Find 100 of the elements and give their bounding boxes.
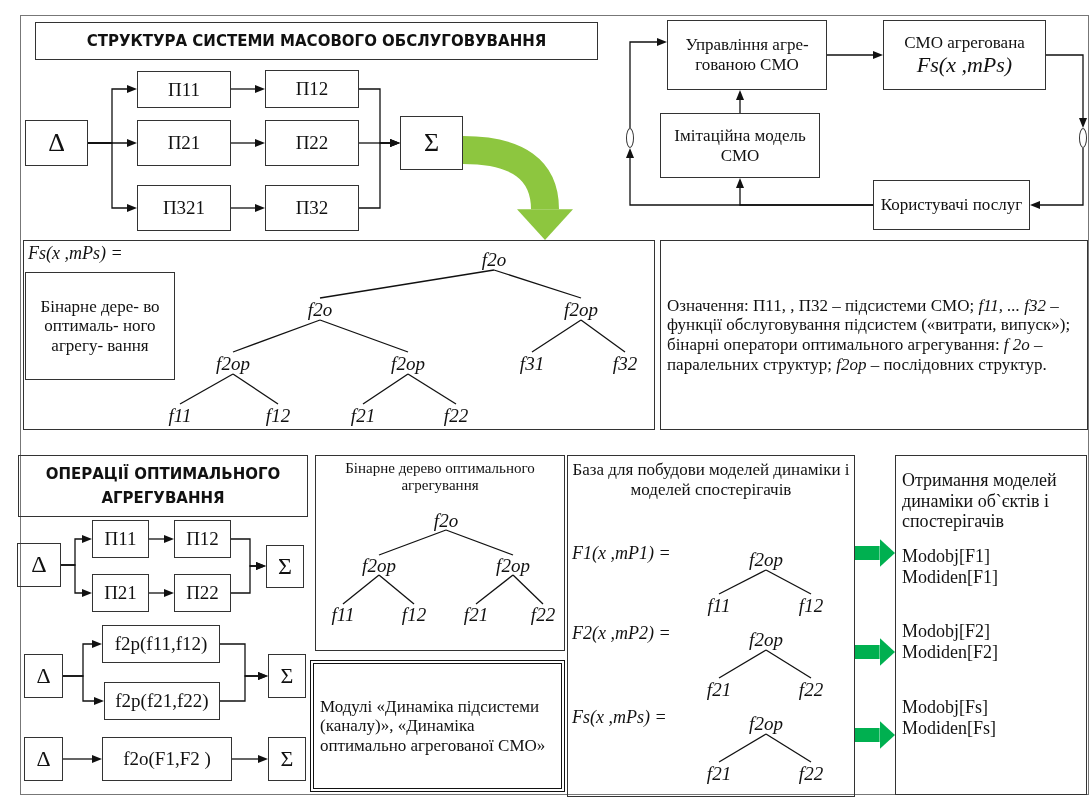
tree-term: f22 xyxy=(527,604,559,624)
formula-label: Fs(x ,mPs) = xyxy=(28,243,123,264)
system-box xyxy=(883,20,1046,90)
tree-term: f12 xyxy=(792,594,830,616)
box-label: П321 xyxy=(162,197,206,219)
box-label: П22 xyxy=(186,582,219,604)
box-label: Означення: П11, , П32 – підсистеми СМО; f11, ... f32 – функції обслуговування підсистем («витрати, випуск»); бінарні оператори оптимального агрегування: f 2o – паралельних структур; f2op – послідовних структур. xyxy=(667,295,1072,375)
sum-box xyxy=(268,737,306,781)
box-label: П21 xyxy=(104,582,137,604)
tree-line xyxy=(319,269,495,299)
box-label: П22 xyxy=(295,132,329,154)
note-box xyxy=(25,272,175,380)
subsystem-box xyxy=(265,120,359,166)
arrow xyxy=(1045,54,1087,128)
arrow xyxy=(629,38,667,129)
tree-term: f2o xyxy=(474,248,514,270)
box-label: Σ xyxy=(423,128,440,158)
operator-box xyxy=(104,682,220,720)
panel-heading: База для побудови моделей динаміки і моделей спостерігачів xyxy=(571,460,851,500)
box-label: Δ xyxy=(48,128,65,158)
tree-line xyxy=(718,569,767,595)
tree-line xyxy=(718,649,767,679)
tree-term: f2op xyxy=(380,352,436,374)
tree-line xyxy=(580,319,626,353)
tree-term: f11 xyxy=(700,594,738,616)
tree-term: f11 xyxy=(160,404,200,426)
box-label: f2p(f21,f22) xyxy=(115,690,209,712)
sum-box xyxy=(268,654,306,698)
tree-term: f21 xyxy=(700,762,738,784)
box-label: П32 xyxy=(295,197,329,219)
subsystem-box xyxy=(137,120,231,166)
box-label: П11 xyxy=(104,528,137,550)
box-label: f2o(F1,F2 ) xyxy=(123,748,211,770)
subsystem-box xyxy=(92,574,149,612)
tree-term: f22 xyxy=(436,404,476,426)
operator-box xyxy=(102,737,232,781)
module-box xyxy=(310,660,565,792)
tree-line xyxy=(319,319,409,353)
delta-box xyxy=(25,120,88,166)
block-arrow xyxy=(855,539,895,567)
delta-box xyxy=(24,737,63,781)
sum-box xyxy=(400,116,463,170)
tree-term: f2o xyxy=(428,510,464,530)
formula-label: F1(x ,mP1) = xyxy=(572,543,671,564)
panel-heading: Бінарне дерево оптимального агрегування xyxy=(344,460,536,495)
box-label: Σ xyxy=(278,552,292,581)
base-panel xyxy=(567,455,855,797)
tree-term: f2op xyxy=(738,628,794,650)
tree-term: f21 xyxy=(700,678,738,700)
box-label: П12 xyxy=(295,78,329,100)
arrow xyxy=(87,142,137,212)
formula-label: Fs(x ,mPs) = xyxy=(572,707,667,728)
simulation-box xyxy=(660,113,820,178)
tree-term: f2op xyxy=(738,548,794,570)
title-text: ОПЕРАЦІЇ ОПТИМАЛЬНОГО АГРЕГУВАННЯ xyxy=(44,463,282,509)
tree-term: f21 xyxy=(343,404,383,426)
panel-heading: Отримання моделей динаміки об`єктів і спостерігачів xyxy=(902,470,1058,533)
delta-box xyxy=(17,543,61,587)
tree-term: f12 xyxy=(258,404,298,426)
tree-line xyxy=(362,373,409,405)
box-label: Бінарне дере- во оптималь- ного агрегу- вання xyxy=(39,296,161,356)
tree-line xyxy=(378,574,415,605)
tree-line xyxy=(765,733,812,763)
box-label: Користувачі послуг xyxy=(880,195,1023,215)
delta-box xyxy=(24,654,63,698)
tree-term: f22 xyxy=(792,762,830,784)
box-label: f2p(f11,f12) xyxy=(114,633,208,655)
formula: Fs(x ,mPs) xyxy=(916,52,1013,78)
subsystem-box xyxy=(137,71,231,108)
model-list: Modobj[F1] Modiden[F1] xyxy=(902,546,1080,588)
arrow xyxy=(148,589,174,597)
model-list: Modobj[F2] Modiden[F2] xyxy=(902,621,1080,663)
tree-line xyxy=(378,529,447,556)
tree-line xyxy=(232,319,321,353)
box-label: Імітаційна модель СМО xyxy=(673,125,807,166)
tree-term: f32 xyxy=(605,352,645,374)
box-label: П12 xyxy=(186,528,219,550)
tree-line xyxy=(445,529,514,556)
box-label: Σ xyxy=(280,746,294,772)
sum-box xyxy=(266,545,304,588)
tree-line xyxy=(232,373,279,405)
tree-line xyxy=(342,574,380,605)
tree-line xyxy=(718,733,767,763)
tree-line xyxy=(531,319,582,353)
arrow xyxy=(230,204,265,212)
tree-line xyxy=(765,649,812,679)
tree-line xyxy=(407,373,457,405)
arrow xyxy=(736,178,874,206)
formula-label: F2(x ,mP2) = xyxy=(572,623,671,644)
arrow xyxy=(230,139,265,147)
title-box xyxy=(18,455,308,517)
tree-panel xyxy=(23,240,655,430)
arrow xyxy=(62,755,102,763)
definitions-panel xyxy=(660,240,1088,430)
tree-term: f2op xyxy=(490,555,536,575)
model-list: Modobj[Fs] Modiden[Fs] xyxy=(902,696,1080,739)
tree-term: f2o xyxy=(300,298,340,320)
tree-term: f2op xyxy=(205,352,261,374)
tree-line xyxy=(765,569,812,595)
arrow xyxy=(1030,147,1084,209)
